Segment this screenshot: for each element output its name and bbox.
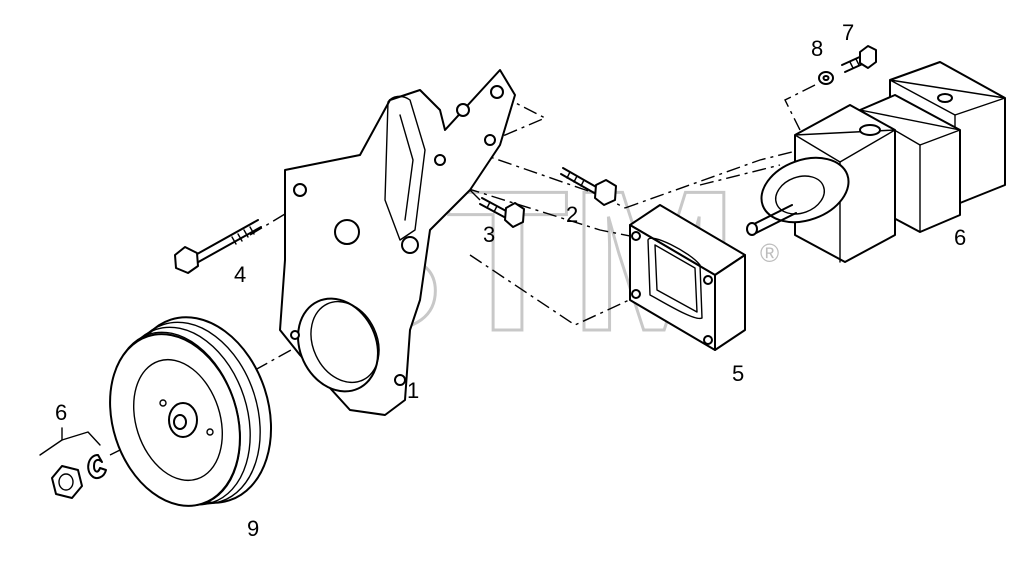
callout-bolt-pulley-side: 4 [234, 262, 246, 287]
pump-washer [818, 71, 834, 85]
bolt-pulley-side [174, 219, 262, 274]
callout-labels: 1 2 3 4 5 6 6 7 8 9 [55, 20, 966, 541]
nut-and-washer [39, 427, 107, 499]
callout-pump: 6 [954, 225, 966, 250]
pump-bolt [841, 45, 877, 73]
bolt-long [560, 167, 617, 206]
callout-nut-washer-group: 6 [55, 400, 67, 425]
callout-adapter-plate: 5 [732, 361, 744, 386]
watermark-registered-mark: ® [760, 238, 779, 268]
pulley [109, 316, 273, 507]
callout-pulley: 9 [247, 516, 259, 541]
callout-pump-bolt: 7 [842, 20, 854, 45]
callout-bolt-long: 2 [566, 202, 578, 227]
bolt-short [479, 197, 525, 228]
bracket [279, 69, 516, 416]
callout-pump-washer: 8 [811, 36, 823, 61]
callout-bracket: 1 [407, 378, 419, 403]
pump [746, 61, 1006, 263]
adapter-plate [629, 204, 746, 351]
callout-bolt-short: 3 [483, 222, 495, 247]
